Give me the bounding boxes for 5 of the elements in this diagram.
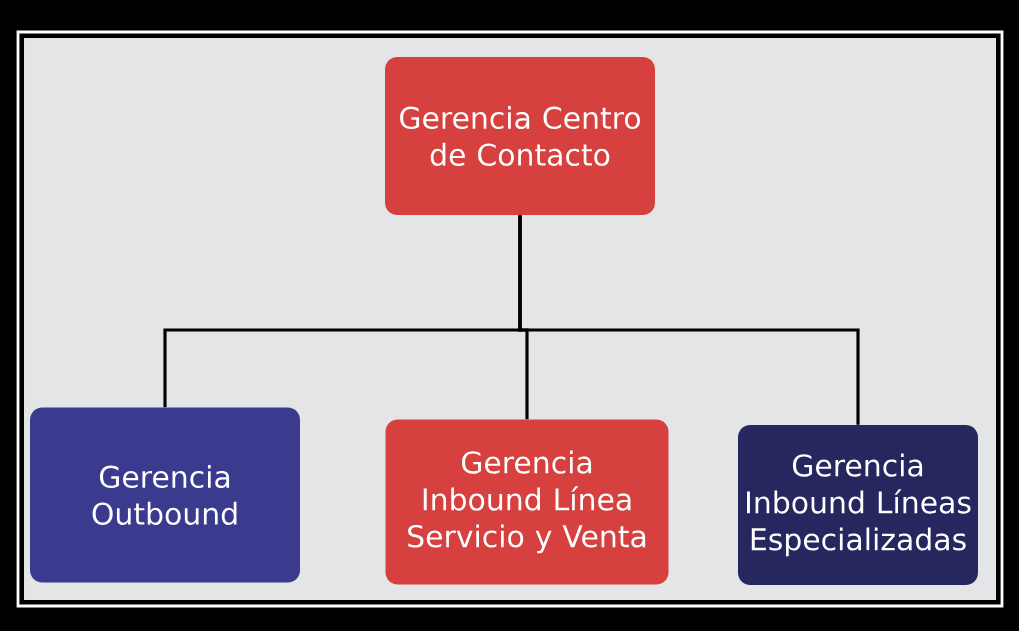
org-box: Gerencia Outbound: [30, 407, 300, 583]
org-box: Gerencia Centro de Contacto: [385, 57, 655, 215]
org-box: Gerencia Inbound Líneas Especializadas: [738, 425, 978, 585]
connector-line: [518, 215, 860, 425]
org-box: Gerencia Inbound Línea Servicio y Venta: [385, 419, 669, 585]
